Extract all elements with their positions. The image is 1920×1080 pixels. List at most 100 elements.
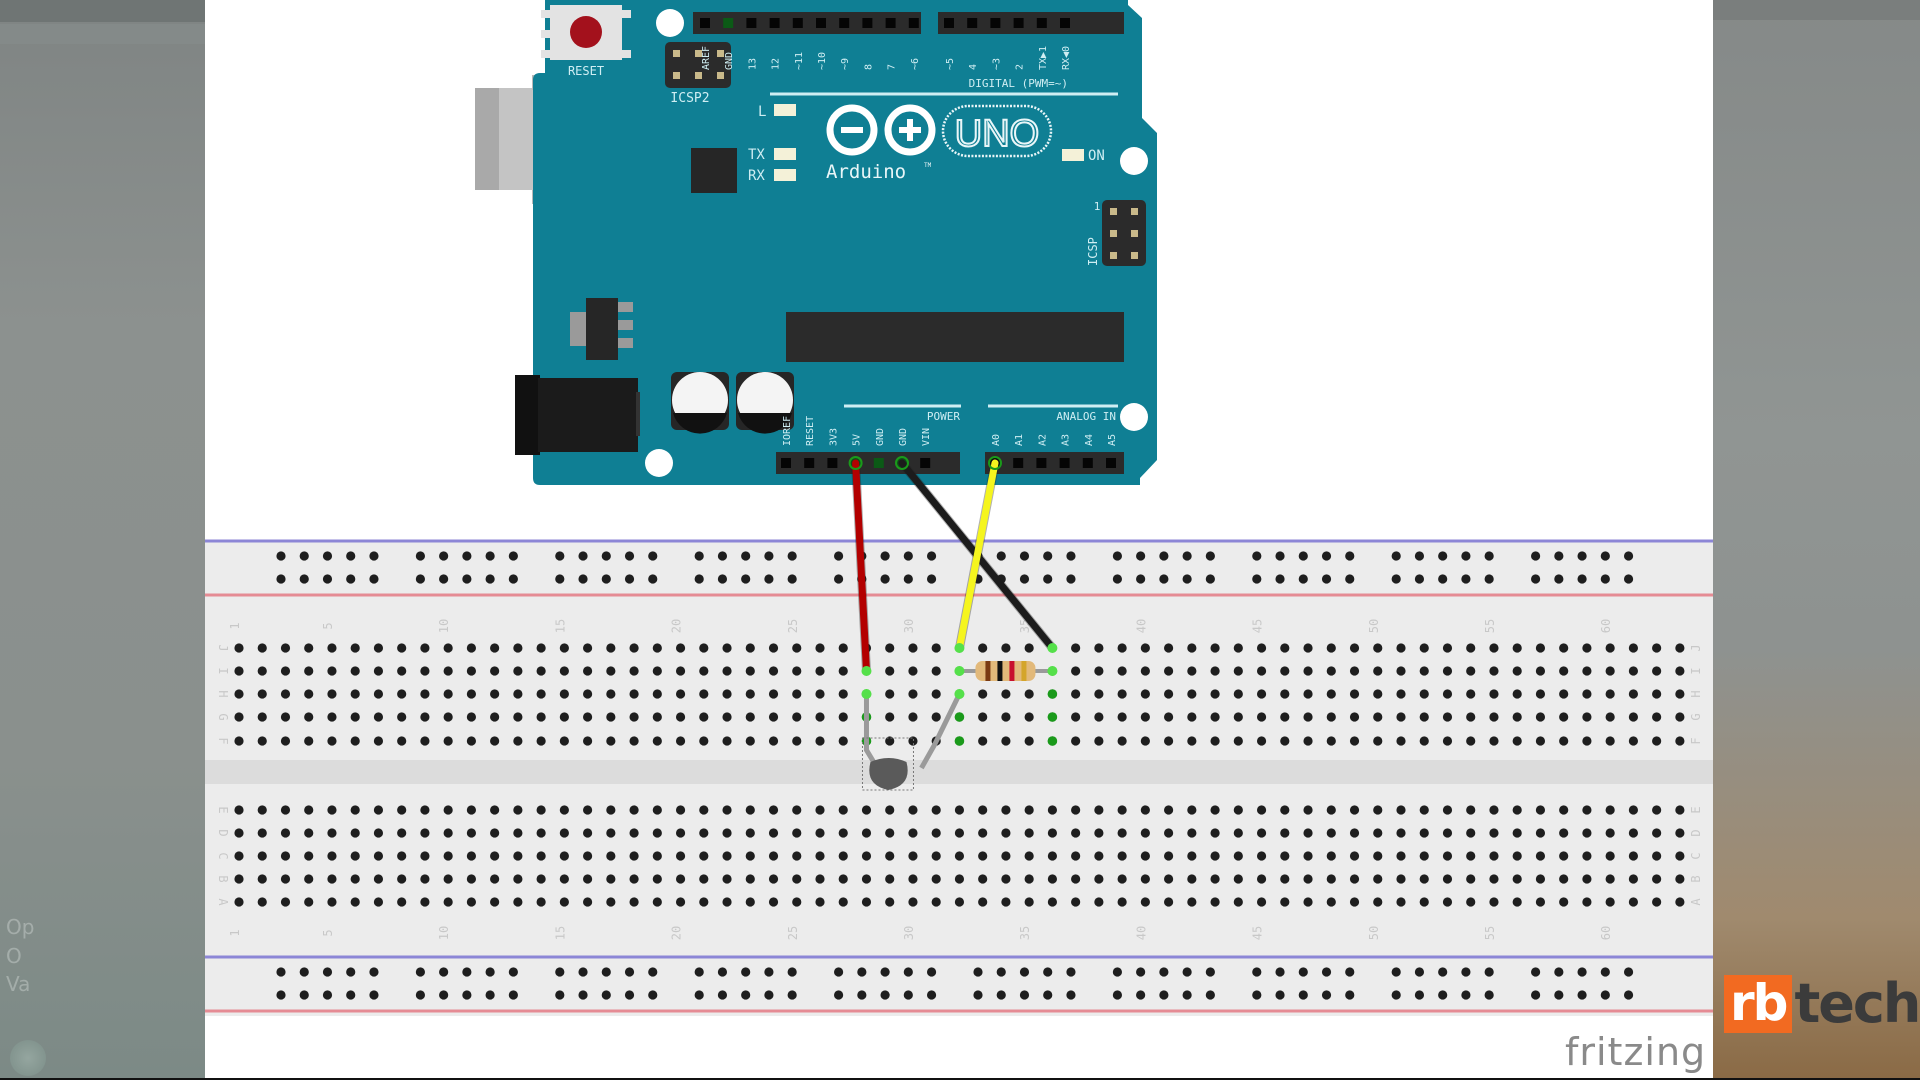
breadboard-hole[interactable] xyxy=(397,666,407,676)
rail-hole[interactable] xyxy=(694,551,704,561)
rail-hole[interactable] xyxy=(508,990,518,1000)
breadboard-hole[interactable] xyxy=(815,736,825,746)
breadboard-hole[interactable] xyxy=(536,689,546,699)
breadboard-hole[interactable] xyxy=(885,736,895,746)
breadboard-hole[interactable] xyxy=(908,805,918,815)
breadboard-hole[interactable] xyxy=(908,874,918,884)
breadboard-hole[interactable] xyxy=(1535,805,1546,815)
breadboard-hole[interactable] xyxy=(304,666,314,676)
breadboard-hole[interactable] xyxy=(1140,828,1150,838)
breadboard-hole[interactable] xyxy=(699,736,709,746)
breadboard-hole[interactable] xyxy=(1396,643,1406,653)
breadboard-hole[interactable] xyxy=(1164,897,1174,907)
breadboard-hole[interactable] xyxy=(1675,828,1685,838)
breadboard-hole[interactable] xyxy=(257,851,267,861)
rail-hole[interactable] xyxy=(1112,990,1122,1000)
breadboard-hole[interactable] xyxy=(1349,736,1360,746)
breadboard-hole[interactable] xyxy=(559,851,569,861)
breadboard-hole[interactable] xyxy=(1256,828,1267,838)
breadboard-hole[interactable] xyxy=(1094,736,1104,746)
breadboard-hole[interactable] xyxy=(1419,736,1429,746)
breadboard-hole[interactable] xyxy=(327,643,337,653)
breadboard-hole[interactable] xyxy=(513,666,523,676)
breadboard-hole[interactable] xyxy=(815,805,825,815)
breadboard-hole[interactable] xyxy=(1419,666,1429,676)
breadboard-hole[interactable] xyxy=(559,828,569,838)
rail-hole[interactable] xyxy=(1531,967,1541,977)
rail-hole[interactable] xyxy=(415,990,425,1000)
breadboard-hole[interactable] xyxy=(1071,897,1081,907)
breadboard-hole[interactable] xyxy=(908,828,918,838)
rail-hole[interactable] xyxy=(1600,574,1610,584)
breadboard-hole[interactable] xyxy=(1628,897,1638,907)
breadboard-hole[interactable] xyxy=(675,643,686,653)
breadboard-hole[interactable] xyxy=(1349,712,1360,722)
breadboard-hole[interactable] xyxy=(1535,712,1546,722)
breadboard-hole[interactable] xyxy=(1303,666,1313,676)
rail-hole[interactable] xyxy=(1577,574,1587,584)
rail-hole[interactable] xyxy=(1205,990,1215,1000)
rail-hole[interactable] xyxy=(1275,967,1285,977)
rail-hole[interactable] xyxy=(1182,574,1192,584)
breadboard-hole[interactable] xyxy=(1233,689,1243,699)
rail-hole[interactable] xyxy=(741,574,751,584)
digital-pin[interactable] xyxy=(723,18,734,28)
breadboard-hole[interactable] xyxy=(397,874,407,884)
breadboard-hole[interactable] xyxy=(1071,736,1081,746)
breadboard-hole[interactable] xyxy=(327,851,337,861)
breadboard-hole[interactable] xyxy=(1164,643,1174,653)
breadboard-hole[interactable] xyxy=(1187,897,1197,907)
breadboard-hole[interactable] xyxy=(652,643,662,653)
rail-hole[interactable] xyxy=(1484,551,1494,561)
rail-hole[interactable] xyxy=(415,967,425,977)
breadboard-hole[interactable] xyxy=(768,897,779,907)
breadboard-hole[interactable] xyxy=(257,712,267,722)
breadboard-hole[interactable] xyxy=(1535,828,1546,838)
breadboard-hole[interactable] xyxy=(838,643,848,653)
breadboard-hole[interactable] xyxy=(768,805,779,815)
breadboard-hole[interactable] xyxy=(745,805,755,815)
breadboard-hole[interactable] xyxy=(1094,666,1104,676)
breadboard-hole[interactable] xyxy=(931,897,941,907)
breadboard-hole[interactable] xyxy=(1628,689,1638,699)
breadboard-hole[interactable] xyxy=(838,851,848,861)
breadboard-hole[interactable] xyxy=(1628,666,1638,676)
breadboard-hole[interactable] xyxy=(1117,666,1127,676)
breadboard-hole[interactable] xyxy=(1164,874,1174,884)
rail-hole[interactable] xyxy=(1461,967,1471,977)
breadboard-hole[interactable] xyxy=(954,828,965,838)
rail-hole[interactable] xyxy=(299,574,309,584)
breadboard-hole[interactable] xyxy=(745,828,755,838)
breadboard-hole[interactable] xyxy=(675,805,686,815)
breadboard-hole[interactable] xyxy=(1442,689,1453,699)
breadboard-hole[interactable] xyxy=(1512,712,1522,722)
breadboard-hole[interactable] xyxy=(1117,874,1127,884)
rail-hole[interactable] xyxy=(346,990,356,1000)
breadboard-hole[interactable] xyxy=(652,851,662,861)
breadboard-hole[interactable] xyxy=(373,851,384,861)
breadboard-hole[interactable] xyxy=(443,828,453,838)
breadboard-hole[interactable] xyxy=(490,736,500,746)
breadboard-hole[interactable] xyxy=(513,643,523,653)
breadboard-hole[interactable] xyxy=(1210,666,1220,676)
breadboard-hole[interactable] xyxy=(443,689,453,699)
breadboard-hole[interactable] xyxy=(513,828,523,838)
breadboard-hole[interactable] xyxy=(954,874,965,884)
rail-hole[interactable] xyxy=(485,967,495,977)
breadboard-hole[interactable] xyxy=(257,666,267,676)
breadboard-hole[interactable] xyxy=(838,689,848,699)
breadboard-hole[interactable] xyxy=(1466,805,1476,815)
breadboard-hole[interactable] xyxy=(1001,897,1011,907)
breadboard-hole[interactable] xyxy=(768,643,779,653)
breadboard-hole[interactable] xyxy=(1349,666,1360,676)
breadboard-hole[interactable] xyxy=(1489,874,1499,884)
breadboard-hole[interactable] xyxy=(629,689,639,699)
rail-hole[interactable] xyxy=(1531,574,1541,584)
breadboard-hole[interactable] xyxy=(280,666,291,676)
breadboard-hole[interactable] xyxy=(1442,712,1453,722)
breadboard-hole[interactable] xyxy=(1652,897,1662,907)
breadboard-hole[interactable] xyxy=(1164,712,1174,722)
breadboard-hole[interactable] xyxy=(1512,666,1522,676)
breadboard-hole[interactable] xyxy=(1280,666,1290,676)
rail-hole[interactable] xyxy=(578,551,588,561)
